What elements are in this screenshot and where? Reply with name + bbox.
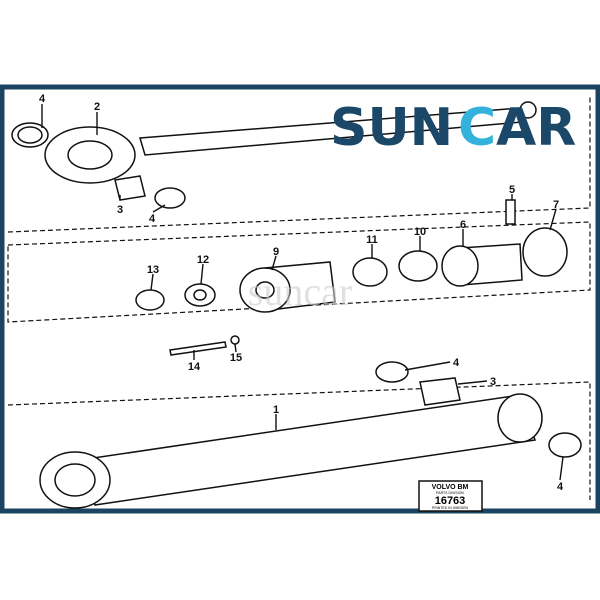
callout-4: 4 [557,481,564,493]
svg-text:C: C [458,98,496,158]
svg-text:16763: 16763 [435,495,466,507]
snap-ring-4 [548,432,582,458]
callout-10: 10 [414,226,426,238]
section-divider-bottom [7,381,591,500]
pin-5 [505,199,516,225]
gland-6 [441,243,523,287]
callout-4: 4 [149,213,156,225]
callout-1: 1 [273,404,279,416]
volvo-stamp: VOLVO BM PARTS DIVISION 16763 PRINTED IN… [418,480,483,512]
suncar-logo: SUN C AR [330,98,576,158]
callout-3: 3 [490,376,496,388]
bushing-3 [419,377,461,406]
callout-labels: 4 2 3 4 5 7 6 11 10 9 13 12 14 15 4 3 1 … [39,93,564,493]
screw-14 [169,341,227,356]
callout-3: 3 [117,204,123,216]
seal-7 [522,227,568,277]
cylinder-tube [39,393,543,509]
piston-9 [239,261,336,313]
svg-text:AR: AR [496,98,576,158]
svg-text:PARTS DIVISION: PARTS DIVISION [436,491,464,495]
ring-11 [352,257,388,287]
callout-14: 14 [188,361,201,373]
callout-5: 5 [509,184,515,196]
callout-11: 11 [366,234,378,246]
ring-10 [398,250,438,282]
piston-rod [44,101,537,184]
callout-9: 9 [273,246,279,258]
callout-4: 4 [39,93,46,105]
snap-ring-4 [154,187,186,209]
callout-13: 13 [147,264,159,276]
bushing-3 [114,175,146,201]
callout-15: 15 [230,352,242,364]
seal-13 [135,289,165,311]
callout-12: 12 [197,254,209,266]
washer-15 [230,335,240,345]
svg-text:SUN: SUN [330,98,453,158]
callout-2: 2 [94,101,100,113]
svg-text:PRINTED IN SWEDEN: PRINTED IN SWEDEN [432,506,469,510]
callout-6: 6 [460,219,466,231]
callout-4: 4 [453,357,460,369]
snap-ring-4 [375,361,409,383]
section-divider-top [7,95,591,233]
callout-7: 7 [553,199,559,211]
watermark: suncar [248,269,352,314]
section-middle-outline [7,221,591,323]
svg-text:VOLVO BM: VOLVO BM [432,484,469,491]
